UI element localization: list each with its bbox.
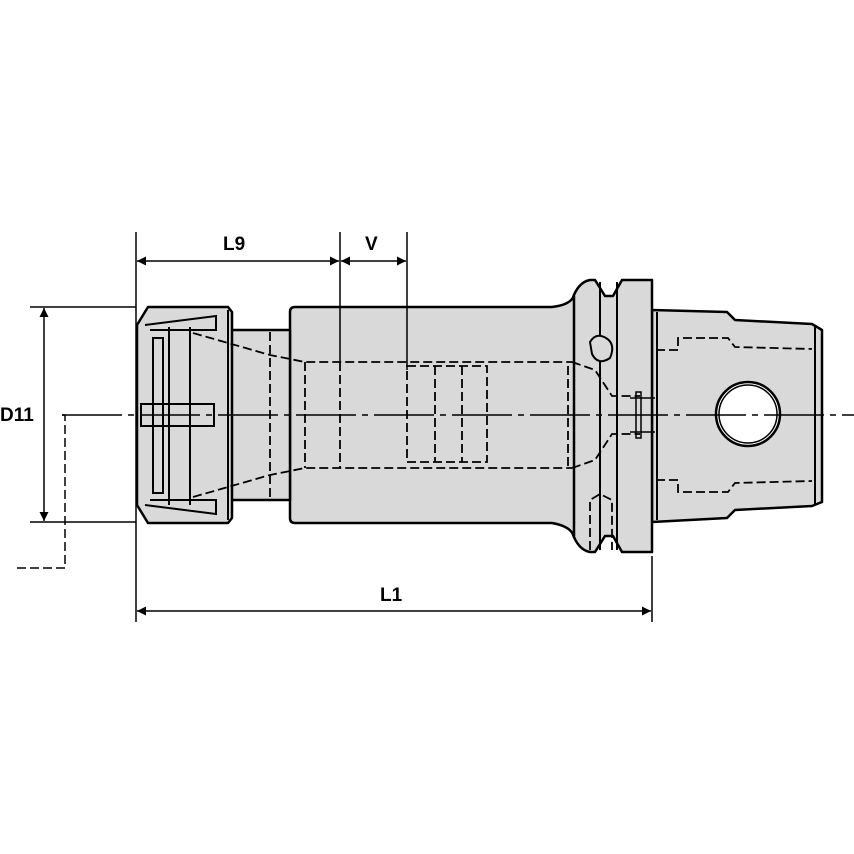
dimension-label-l9: L9 (223, 234, 246, 255)
body (288, 294, 576, 538)
cross-hole (714, 380, 782, 448)
hidden-reference-line (16, 414, 66, 569)
dimension-label-d11: D11 (0, 405, 34, 426)
dimension-label-v: V (365, 234, 378, 255)
dimension-label-l1: L1 (380, 585, 403, 606)
